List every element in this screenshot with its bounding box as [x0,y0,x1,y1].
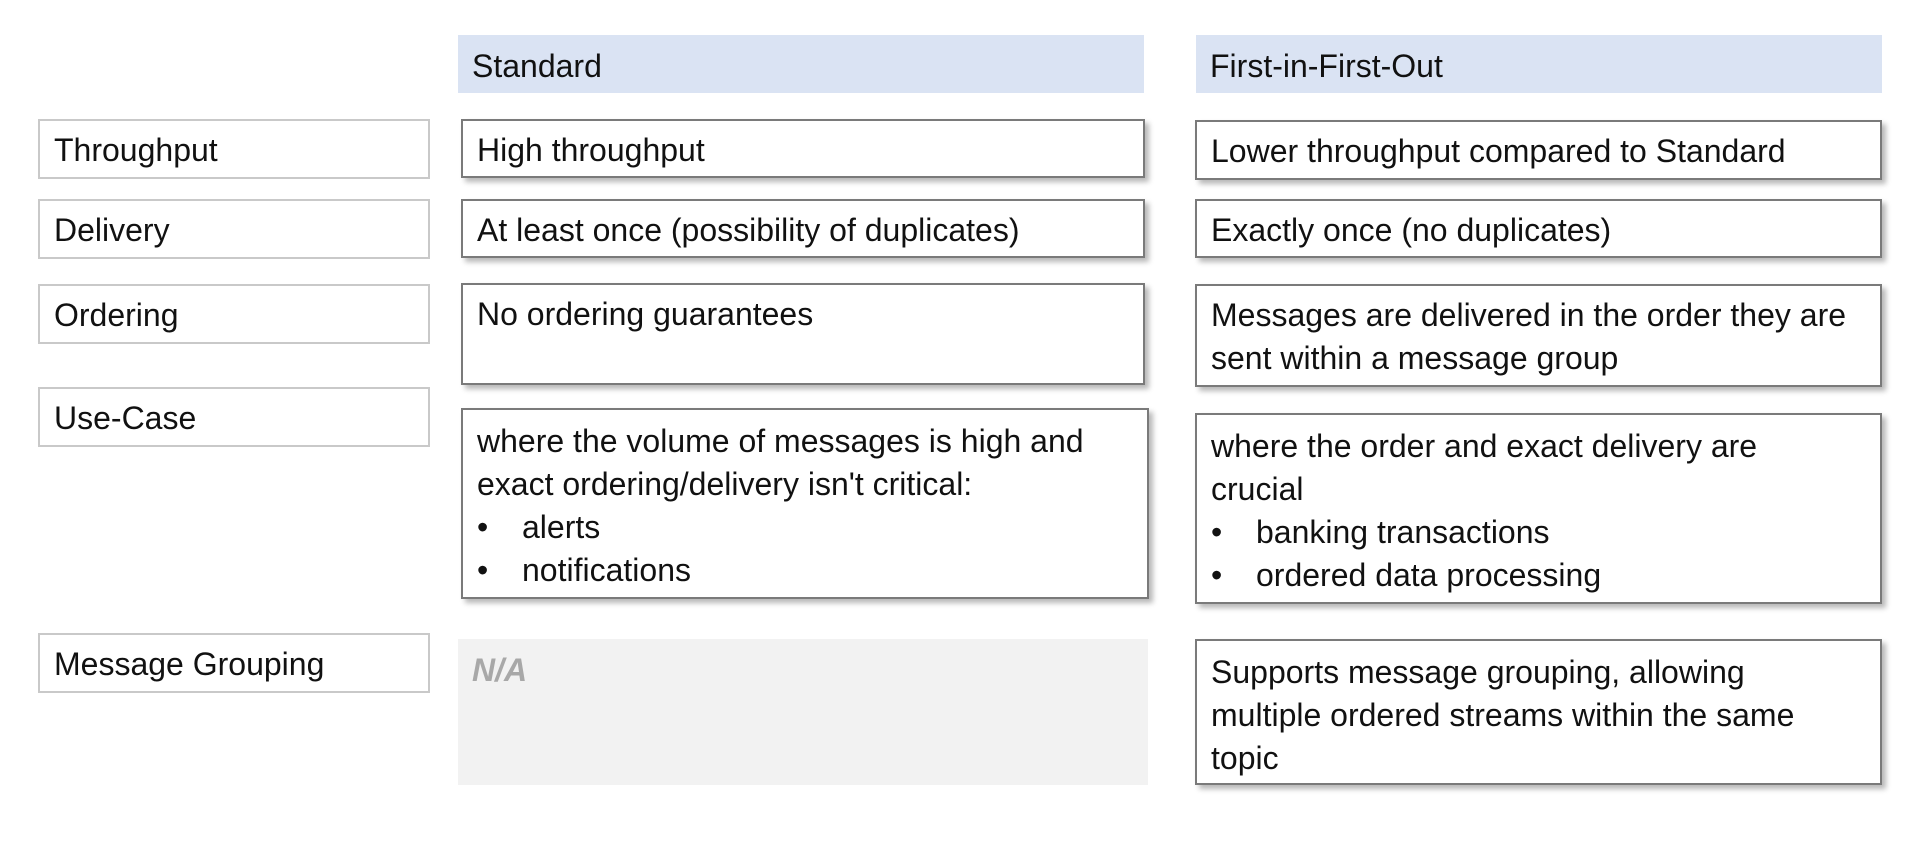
row-label-ordering: Ordering [38,284,430,344]
row-label-text: Throughput [54,132,218,168]
list-item: • ordered data processing [1211,554,1866,597]
cell-text-line: exact ordering/delivery isn't critical: [477,466,973,502]
row-label-delivery: Delivery [38,199,430,259]
cell-text-line: sent within a message group [1211,340,1619,376]
cell-text-line: Supports message grouping, allowing [1211,654,1745,690]
row-label-use-case: Use-Case [38,387,430,447]
cell-text-line: where the volume of messages is high and [477,423,1084,459]
cell-text-line: Messages are delivered in the order they… [1211,297,1847,333]
cell-text-line: multiple ordered streams within the same [1211,697,1795,733]
list-item-text: alerts [522,509,601,545]
row-label-text: Use-Case [54,400,197,436]
cell-standard-throughput: High throughput [461,119,1145,178]
bullet-icon: • [1211,557,1223,593]
cell-standard-message-grouping: N/A [458,639,1148,785]
bullet-list: • alerts • notifications [477,506,1133,592]
cell-text-line: where the order and exact delivery are [1211,428,1758,464]
cell-standard-delivery: At least once (possibility of duplicates… [461,199,1145,258]
header-standard-text: Standard [472,48,602,84]
header-standard: Standard [458,35,1144,93]
list-item-text: banking transactions [1256,514,1550,550]
cell-standard-ordering: No ordering guarantees [461,283,1145,385]
cell-text-line: topic [1211,740,1279,776]
not-applicable-text: N/A [472,652,528,688]
bullet-icon: • [477,552,489,588]
list-item: • banking transactions [1211,511,1866,554]
row-label-throughput: Throughput [38,119,430,179]
cell-fifo-message-grouping: Supports message grouping, allowing mult… [1195,639,1882,785]
cell-text: At least once (possibility of duplicates… [477,212,1020,248]
list-item-text: ordered data processing [1256,557,1602,593]
row-label-text: Ordering [54,297,179,333]
cell-fifo-delivery: Exactly once (no duplicates) [1195,199,1882,258]
header-fifo-text: First-in-First-Out [1210,48,1443,84]
cell-standard-use-case: where the volume of messages is high and… [461,408,1149,599]
cell-text: Lower throughput compared to Standard [1211,133,1786,169]
row-label-message-grouping: Message Grouping [38,633,430,693]
list-item: • alerts [477,506,1133,549]
cell-fifo-use-case: where the order and exact delivery are c… [1195,413,1882,604]
cell-text: Exactly once (no duplicates) [1211,212,1612,248]
list-item: • notifications [477,549,1133,592]
bullet-list: • banking transactions • ordered data proc… [1211,511,1866,597]
header-fifo: First-in-First-Out [1196,35,1882,93]
list-item-text: notifications [522,552,691,588]
row-label-text: Message Grouping [54,646,325,682]
bullet-icon: • [1211,514,1223,550]
cell-text-line: crucial [1211,471,1304,507]
cell-fifo-ordering: Messages are delivered in the order they… [1195,284,1882,387]
bullet-icon: • [477,509,489,545]
cell-text: High throughput [477,132,705,168]
row-label-text: Delivery [54,212,170,248]
cell-text: No ordering guarantees [477,296,814,332]
cell-fifo-throughput: Lower throughput compared to Standard [1195,120,1882,180]
